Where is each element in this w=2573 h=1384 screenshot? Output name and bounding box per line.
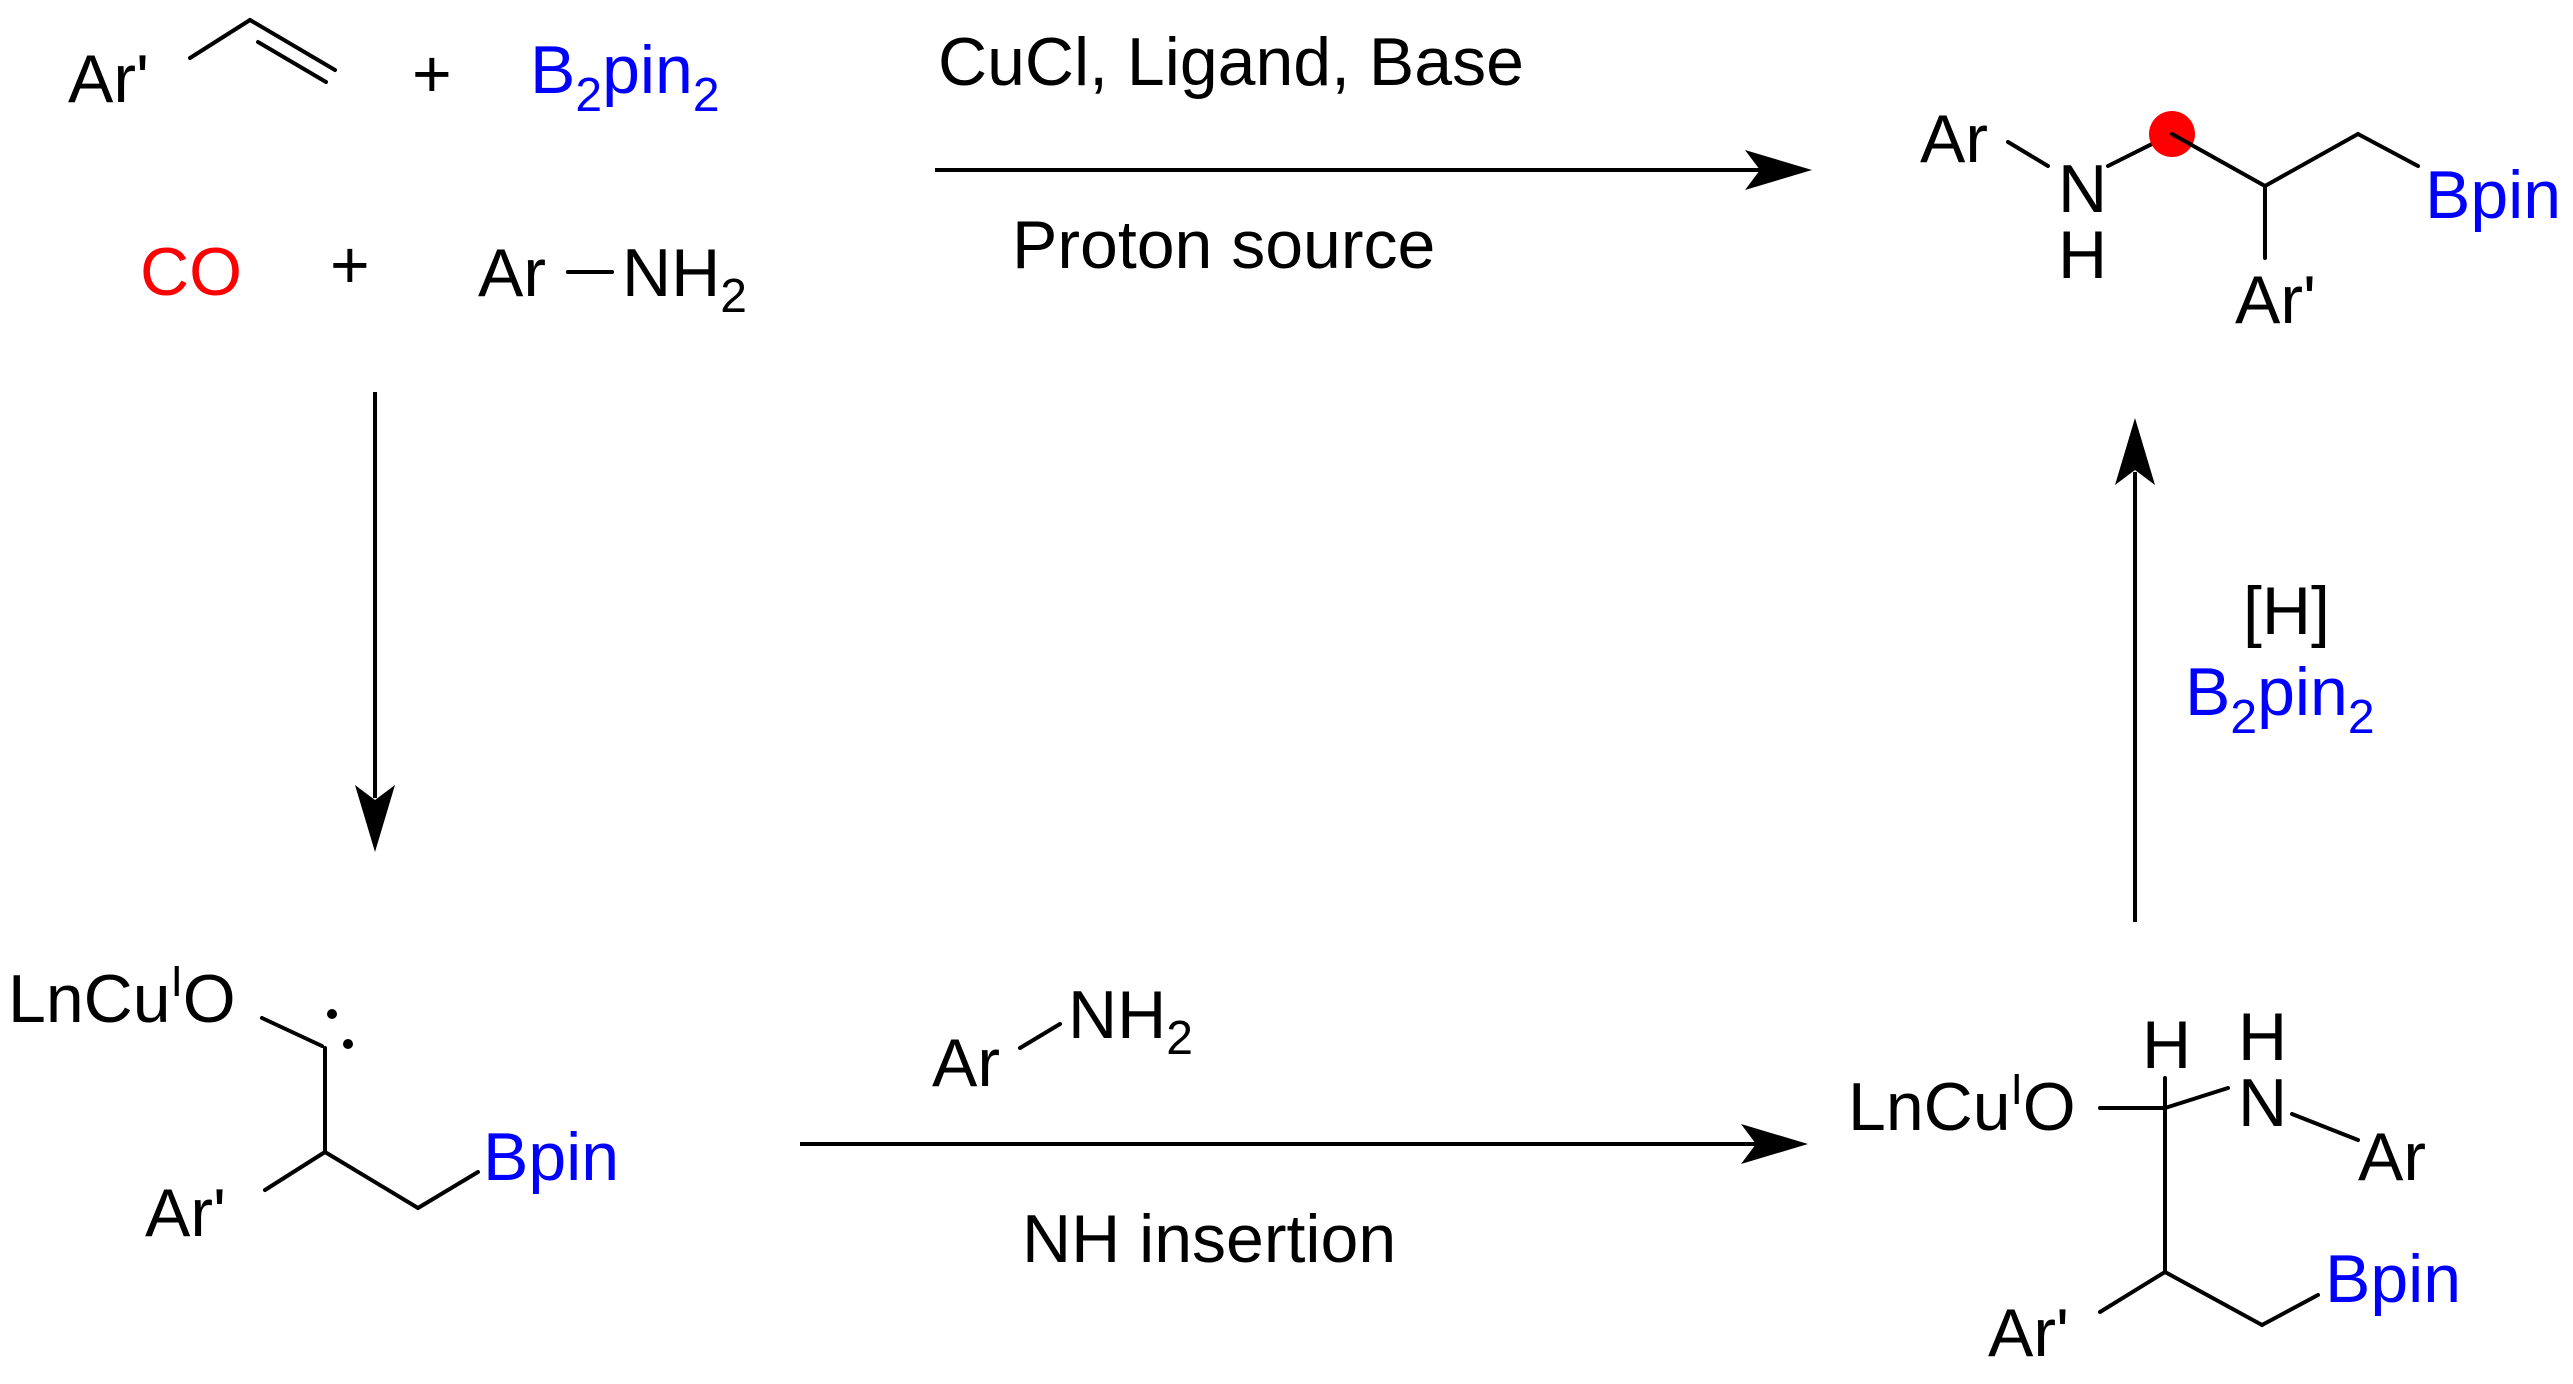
insertion-bond-n-ar [2290, 1112, 2360, 1142]
product-bond-ch2-b [2356, 132, 2420, 168]
right-b2pin2-label: B2pin2 [2185, 654, 2375, 744]
carbene-bond-ch-ar [263, 1150, 327, 1192]
insertion-bond-c-n [2163, 1086, 2230, 1110]
insertion-ch-h-label: H [2142, 1007, 2191, 1083]
insertion-bond-ch-ch2 [2163, 1270, 2264, 1327]
product-bond-ch-ch2 [2263, 132, 2360, 188]
carbon-monoxide: CO [140, 234, 242, 310]
up-reaction-arrow: [H] B2pin2 [2115, 418, 2375, 922]
product-bond-ar-n [2006, 140, 2050, 168]
insertion-n-label: N [2238, 1065, 2287, 1141]
insertion-aryl-prime-label: Ar' [1988, 1295, 2069, 1371]
copper-carbene-intermediate: LnCuIO Ar' Bpin [8, 957, 619, 1251]
insertion-lncu-o-label: LnCuIO [1848, 1065, 2076, 1145]
top-arrow-head [1745, 150, 1812, 190]
top-reaction-arrow: CuCl, Ligand, Base Proton source [935, 24, 1812, 283]
aniline-reactant: Ar NH2 [478, 235, 747, 323]
insertion-nh-h-label: H [2238, 999, 2287, 1075]
insertion-aryl-label: Ar [2358, 1119, 2426, 1195]
bottom-reaction-arrow: Ar NH2 NH insertion [800, 977, 1808, 1277]
lone-pair-dot-1 [327, 1009, 337, 1019]
alkene-double-bond-2 [256, 40, 328, 84]
bottom-reagent-bond [1018, 1022, 1062, 1050]
carbene-bond-ch-ch2 [323, 1150, 420, 1210]
product-aryl-prime-label: Ar' [2235, 262, 2316, 338]
product-n-label: N [2058, 151, 2107, 227]
lone-pair-dot-2 [343, 1039, 353, 1049]
carbene-bpin-label: Bpin [483, 1119, 619, 1195]
reductant-label: [H] [2243, 573, 2330, 649]
product-bond-c-ch [2170, 132, 2267, 188]
up-arrow-head [2115, 418, 2155, 485]
bottom-arrow-head [1741, 1124, 1808, 1164]
bottom-reagent-nh2: NH2 [1068, 977, 1193, 1065]
aniline-nh2: NH2 [622, 235, 747, 323]
conditions-top-label: CuCl, Ligand, Base [938, 24, 1524, 100]
product-bpin-label: Bpin [2425, 157, 2561, 233]
insertion-bond-ch-ar [2098, 1270, 2167, 1314]
product-h-label: H [2058, 217, 2107, 293]
nh-insertion-intermediate: LnCuIO H H N Ar Ar' Bpin [1848, 999, 2461, 1371]
product-structure: Ar N H Bpin Ar' [1920, 101, 2561, 338]
alkene-single-bond [188, 18, 252, 60]
nh-insertion-label: NH insertion [1022, 1201, 1396, 1277]
insertion-bond-ch2-b [2260, 1293, 2320, 1327]
down-reaction-arrow [355, 392, 395, 852]
insertion-bpin-label: Bpin [2325, 1241, 2461, 1317]
alkene-aryl-label: Ar' [68, 41, 149, 117]
down-arrow-head [355, 785, 395, 852]
plus-sign-2: + [330, 227, 370, 303]
alkene-reactant: Ar' [68, 18, 337, 117]
product-aryl-label: Ar [1920, 101, 1988, 177]
carbene-lncu-o-label: LnCuIO [8, 957, 236, 1037]
plus-sign-1: + [412, 36, 452, 112]
bottom-reagent-aryl: Ar [932, 1025, 1000, 1101]
conditions-bottom-label: Proton source [1012, 207, 1435, 283]
carbene-bond-o-c [260, 1016, 324, 1048]
aniline-aryl-label: Ar [478, 235, 546, 311]
b2pin2-reagent: B2pin2 [530, 32, 720, 122]
alkene-double-bond-1 [248, 18, 337, 72]
carbene-bond-ch2-b [416, 1170, 480, 1210]
carbene-aryl-prime-label: Ar' [145, 1175, 226, 1251]
